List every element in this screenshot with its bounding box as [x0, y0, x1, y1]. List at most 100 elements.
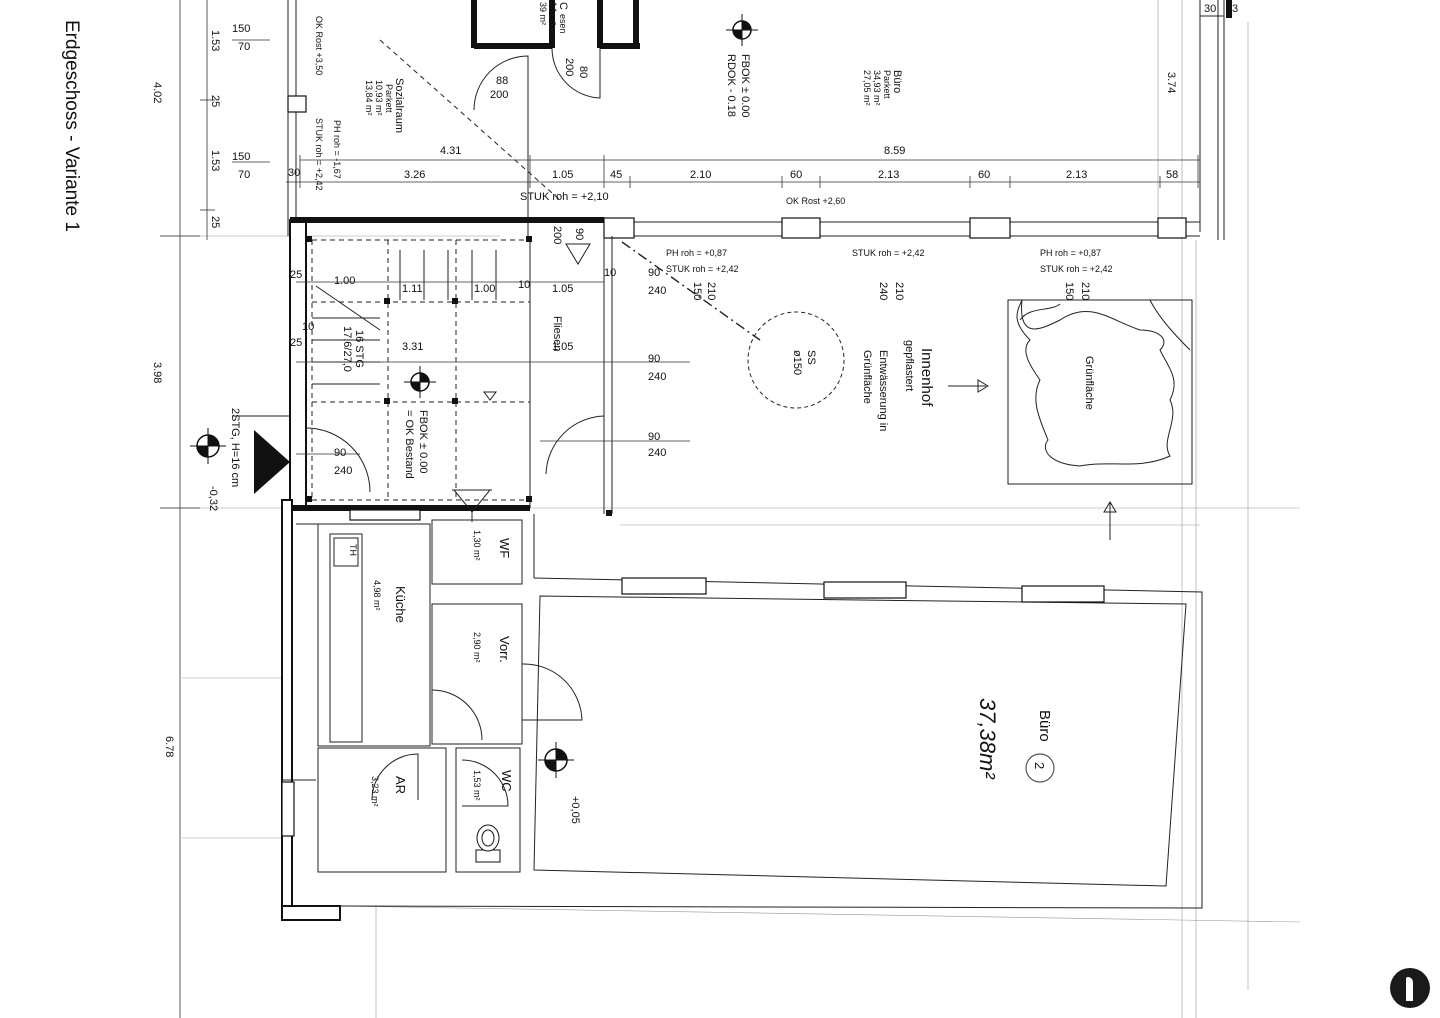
dim-label: 3 — [1232, 3, 1238, 15]
plan-title: Erdgeschoss - Variante 1 — [61, 20, 82, 232]
dim-label: 150 — [232, 151, 250, 163]
dim-label: 25 — [209, 95, 221, 107]
dim-label: 210 — [893, 282, 905, 300]
dim-label: 240 — [648, 447, 666, 459]
dim-label: 1.53 — [209, 30, 221, 51]
innenhof-note-1: gepflastert — [903, 340, 915, 391]
dim-label: 3.31 — [402, 341, 423, 353]
dim-label: 210 — [705, 282, 717, 300]
dim-label: 70 — [238, 41, 250, 53]
dim-label: 10 — [302, 321, 314, 333]
dim-label: 1.05 — [552, 283, 573, 295]
dim-label: 58 — [1166, 169, 1178, 181]
room-area-wf: 1,30 m² — [472, 530, 482, 561]
level-marker-icon — [190, 428, 226, 464]
room-floor-buero-top: Parkett — [882, 70, 892, 99]
dim-label: 90 — [648, 267, 660, 279]
dim-label: 150 — [232, 23, 250, 35]
dim-label: 200 — [563, 58, 575, 76]
drain-label: SS — [805, 350, 817, 365]
dim-label: 25 — [209, 216, 221, 228]
dim-label: 1.05 — [552, 341, 573, 353]
dim-label: 30 — [288, 167, 300, 179]
innenhof: SS ø150 Innenhof gepflastert Entwässerun… — [621, 241, 1193, 540]
arrow-right-icon — [948, 379, 989, 393]
toilet-icon — [475, 824, 501, 863]
dim-label: 240 — [648, 371, 666, 383]
dim-label: 1.05 — [552, 169, 573, 181]
stair-steps: 16 STG — [353, 330, 365, 368]
upper-rooms: Sozialraum Parkett 10,93 m² 13,84 m² OK … — [287, 0, 1232, 240]
dim-label: 25 — [290, 337, 302, 349]
dim-label: 8.59 — [884, 145, 905, 157]
arrow-up-icon — [1103, 501, 1117, 540]
entrance-arrow-icon — [254, 430, 290, 494]
room-area-wc: 1,53 m² — [472, 770, 482, 801]
room-area-wc-top: 14 m² — [548, 2, 558, 25]
left-dimension-chain: 150 70 1.53 25 150 70 1.53 25 4.02 3.98 … — [151, 0, 270, 1018]
room-label-buero-top: Büro — [891, 70, 903, 93]
dim-label: 90 — [648, 431, 660, 443]
dim-label: 80 — [577, 66, 589, 78]
room-area-buero2-handwritten: 37,38m² — [975, 698, 1000, 779]
dim-label: 200 — [490, 89, 508, 101]
level-ph-roh-a: PH roh = +0,87 — [666, 248, 727, 258]
level-ok-rost-350: OK Rost +3,50 — [314, 16, 324, 75]
room-label-wf: WF — [497, 538, 512, 558]
dim-label: 10 — [604, 267, 616, 279]
room-label-wc: WC — [499, 770, 514, 792]
level-minus-032: -0,32 — [207, 486, 219, 511]
dim-label: 45 — [610, 169, 622, 181]
dim-label: 30 — [1204, 3, 1216, 15]
room-label-wc-top: C — [557, 2, 569, 10]
room-area-vorr: 2,90 m² — [472, 632, 482, 663]
dim-label: 4.31 — [440, 145, 461, 157]
floor-drain-icon — [452, 489, 492, 522]
level-ph-roh: PH roh = -1,67 — [332, 120, 342, 179]
room-label-gruenflaeche: Grünfläche — [1083, 356, 1095, 410]
room-area-buero-top-2: 27,05 m² — [862, 70, 872, 106]
dim-label: 1.53 — [209, 150, 221, 171]
stair-hall: 25 25 1.00 1.11 1.00 10 1.05 10 10 3.31 … — [190, 217, 690, 516]
top-dimension-chain: 4.31 8.59 30 3.26 1.05 45 2.10 60 2.13 6… — [286, 3, 1238, 232]
room-area-sozialraum: 10,93 m² — [374, 80, 384, 116]
column-markers — [306, 236, 612, 516]
dim-label: 10 — [518, 279, 530, 291]
level-stg-entry: 2STG, H=16 cm — [229, 408, 241, 487]
lower-building: TH Küche 4,98 m² WF 1,30 m² Vorr. 2,90 m… — [281, 489, 1203, 921]
room-floor-wc-top: esen — [558, 14, 568, 34]
room-label-buero2: Büro — [1036, 710, 1053, 742]
level-ok-bestand: = OK Bestand — [403, 410, 415, 479]
level-fbok-top: FBOK ± 0.00 — [739, 54, 751, 118]
level-plus-005: +0,05 — [569, 796, 581, 824]
room-number-circle — [1025, 753, 1055, 783]
room-label-innenhof: Innenhof — [918, 348, 935, 407]
dim-label: 25 — [290, 269, 302, 281]
dim-label: 88 — [496, 75, 508, 87]
room-floor-sozialraum: Parkett — [384, 84, 394, 113]
dim-label: 1.11 — [402, 283, 423, 295]
level-ph-roh-b: PH roh = +0,87 — [1040, 248, 1101, 258]
room-label-fliesen: Fliesen — [551, 316, 563, 351]
level-stuk-roh-a: STUK roh = +2,42 — [666, 264, 739, 274]
brand-logo-icon — [1390, 968, 1430, 1008]
dim-label: 240 — [334, 465, 352, 477]
innenhof-note-2: Entwässerung in — [877, 350, 889, 431]
dim-label: 240 — [877, 282, 889, 300]
drain-size: ø150 — [791, 350, 803, 375]
dim-label: 1.00 — [474, 283, 495, 295]
level-marker-icon — [726, 14, 758, 46]
level-stuk-roh-210: STUK roh = +2,10 — [520, 191, 609, 203]
stair-treads — [312, 250, 497, 385]
dim-label: 2.10 — [690, 169, 711, 181]
level-marker-icon — [538, 742, 574, 778]
level-marker-icon — [404, 366, 436, 398]
room-label-sozialraum: Sozialraum — [393, 78, 405, 133]
stair-ratio: 17,6/27,0 — [341, 326, 353, 372]
dim-label: 150 — [1063, 282, 1075, 300]
drain-ss — [747, 311, 845, 409]
room-label-ar: AR — [393, 776, 408, 794]
dim-label: 1.00 — [334, 275, 355, 287]
dim-label: 210 — [1079, 282, 1091, 300]
